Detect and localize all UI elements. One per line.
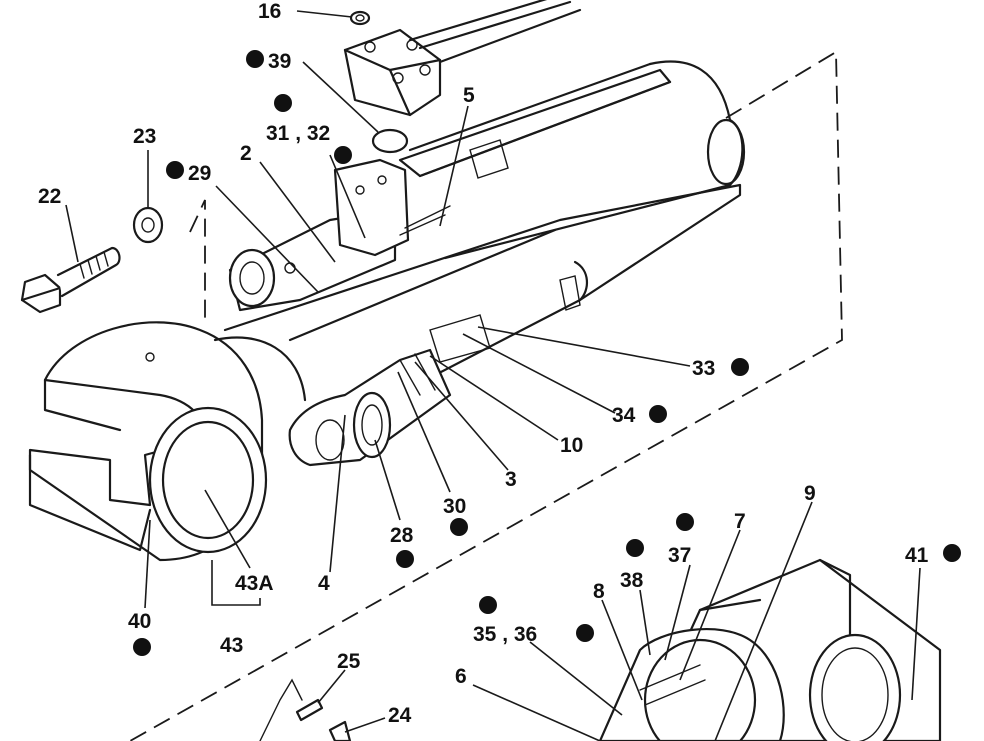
port-block [343, 0, 582, 117]
label-3: 3 [505, 468, 517, 491]
label-25: 25 [337, 650, 361, 673]
label-35-36: 35 , 36 [473, 623, 537, 646]
label-7: 7 [734, 510, 746, 533]
label-29: 29 [188, 162, 211, 185]
marker-41 [943, 544, 961, 562]
label-16: 16 [258, 0, 281, 23]
label-24: 24 [388, 704, 412, 727]
label-4: 4 [318, 572, 330, 595]
label-40: 40 [128, 610, 151, 633]
cylinder-bottom-body [598, 558, 942, 741]
label-31-32: 31 , 32 [266, 122, 330, 145]
label-38: 38 [620, 569, 644, 592]
nut-16 [349, 10, 371, 26]
label-8: 8 [593, 580, 605, 603]
label-23: 23 [133, 125, 156, 148]
grease-fitting-25 [259, 678, 324, 741]
label-41: 41 [905, 544, 929, 567]
marker-31 [274, 94, 292, 112]
marker-30 [450, 518, 468, 536]
label-6: 6 [455, 665, 467, 688]
label-5: 5 [463, 84, 475, 107]
cylinder-tube [398, 60, 746, 311]
head-assembly [228, 158, 451, 312]
marker-36 [576, 624, 594, 642]
o-ring-39 [371, 128, 409, 154]
washer-23 [132, 206, 164, 244]
marker-32 [334, 146, 352, 164]
marker-33 [731, 358, 749, 376]
label-9: 9 [804, 482, 816, 505]
marker-28 [396, 550, 414, 568]
filled-circle-markers [133, 50, 961, 656]
marker-34 [649, 405, 667, 423]
label-37: 37 [668, 544, 691, 567]
rod-end-eye [28, 321, 307, 562]
piston-assembly [288, 348, 452, 467]
marker-38 [626, 539, 644, 557]
fitting-24 [328, 720, 352, 741]
label-10: 10 [560, 434, 583, 457]
label-43a: 43A [235, 572, 274, 595]
marker-39 [246, 50, 264, 68]
label-22: 22 [38, 185, 61, 208]
part-labels: 16 39 5 31 , 32 23 2 29 22 33 34 10 3 30… [38, 0, 929, 727]
assembly-dashed-lines [129, 50, 843, 741]
label-34: 34 [612, 404, 636, 427]
bolt-22 [20, 246, 121, 314]
marker-29 [166, 161, 184, 179]
label-28: 28 [390, 524, 414, 547]
label-33: 33 [692, 357, 715, 380]
label-43: 43 [220, 634, 243, 657]
label-2: 2 [240, 142, 252, 165]
marker-35 [479, 596, 497, 614]
cylinder-rod [223, 183, 742, 447]
label-39: 39 [268, 50, 291, 73]
label-30: 30 [443, 495, 466, 518]
leader-lines [65, 10, 921, 741]
marker-37 [676, 513, 694, 531]
marker-40 [133, 638, 151, 656]
